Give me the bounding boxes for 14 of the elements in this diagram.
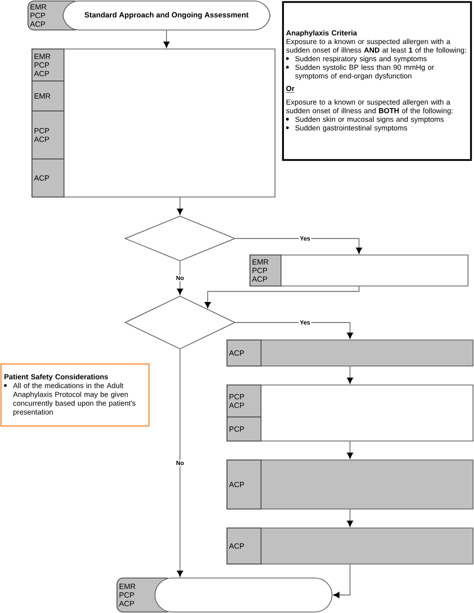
arrow <box>176 197 184 215</box>
arrow <box>346 441 354 459</box>
arrow <box>163 30 170 48</box>
terminator <box>154 578 332 612</box>
arrow <box>176 349 184 577</box>
arrow <box>176 261 184 295</box>
arrow <box>235 238 362 254</box>
arrow <box>204 286 360 308</box>
criteria-box <box>282 1 472 161</box>
arrow <box>346 509 354 527</box>
arrow <box>346 366 354 384</box>
note-box <box>0 363 150 427</box>
arrow <box>333 564 350 598</box>
arrow <box>235 322 354 339</box>
